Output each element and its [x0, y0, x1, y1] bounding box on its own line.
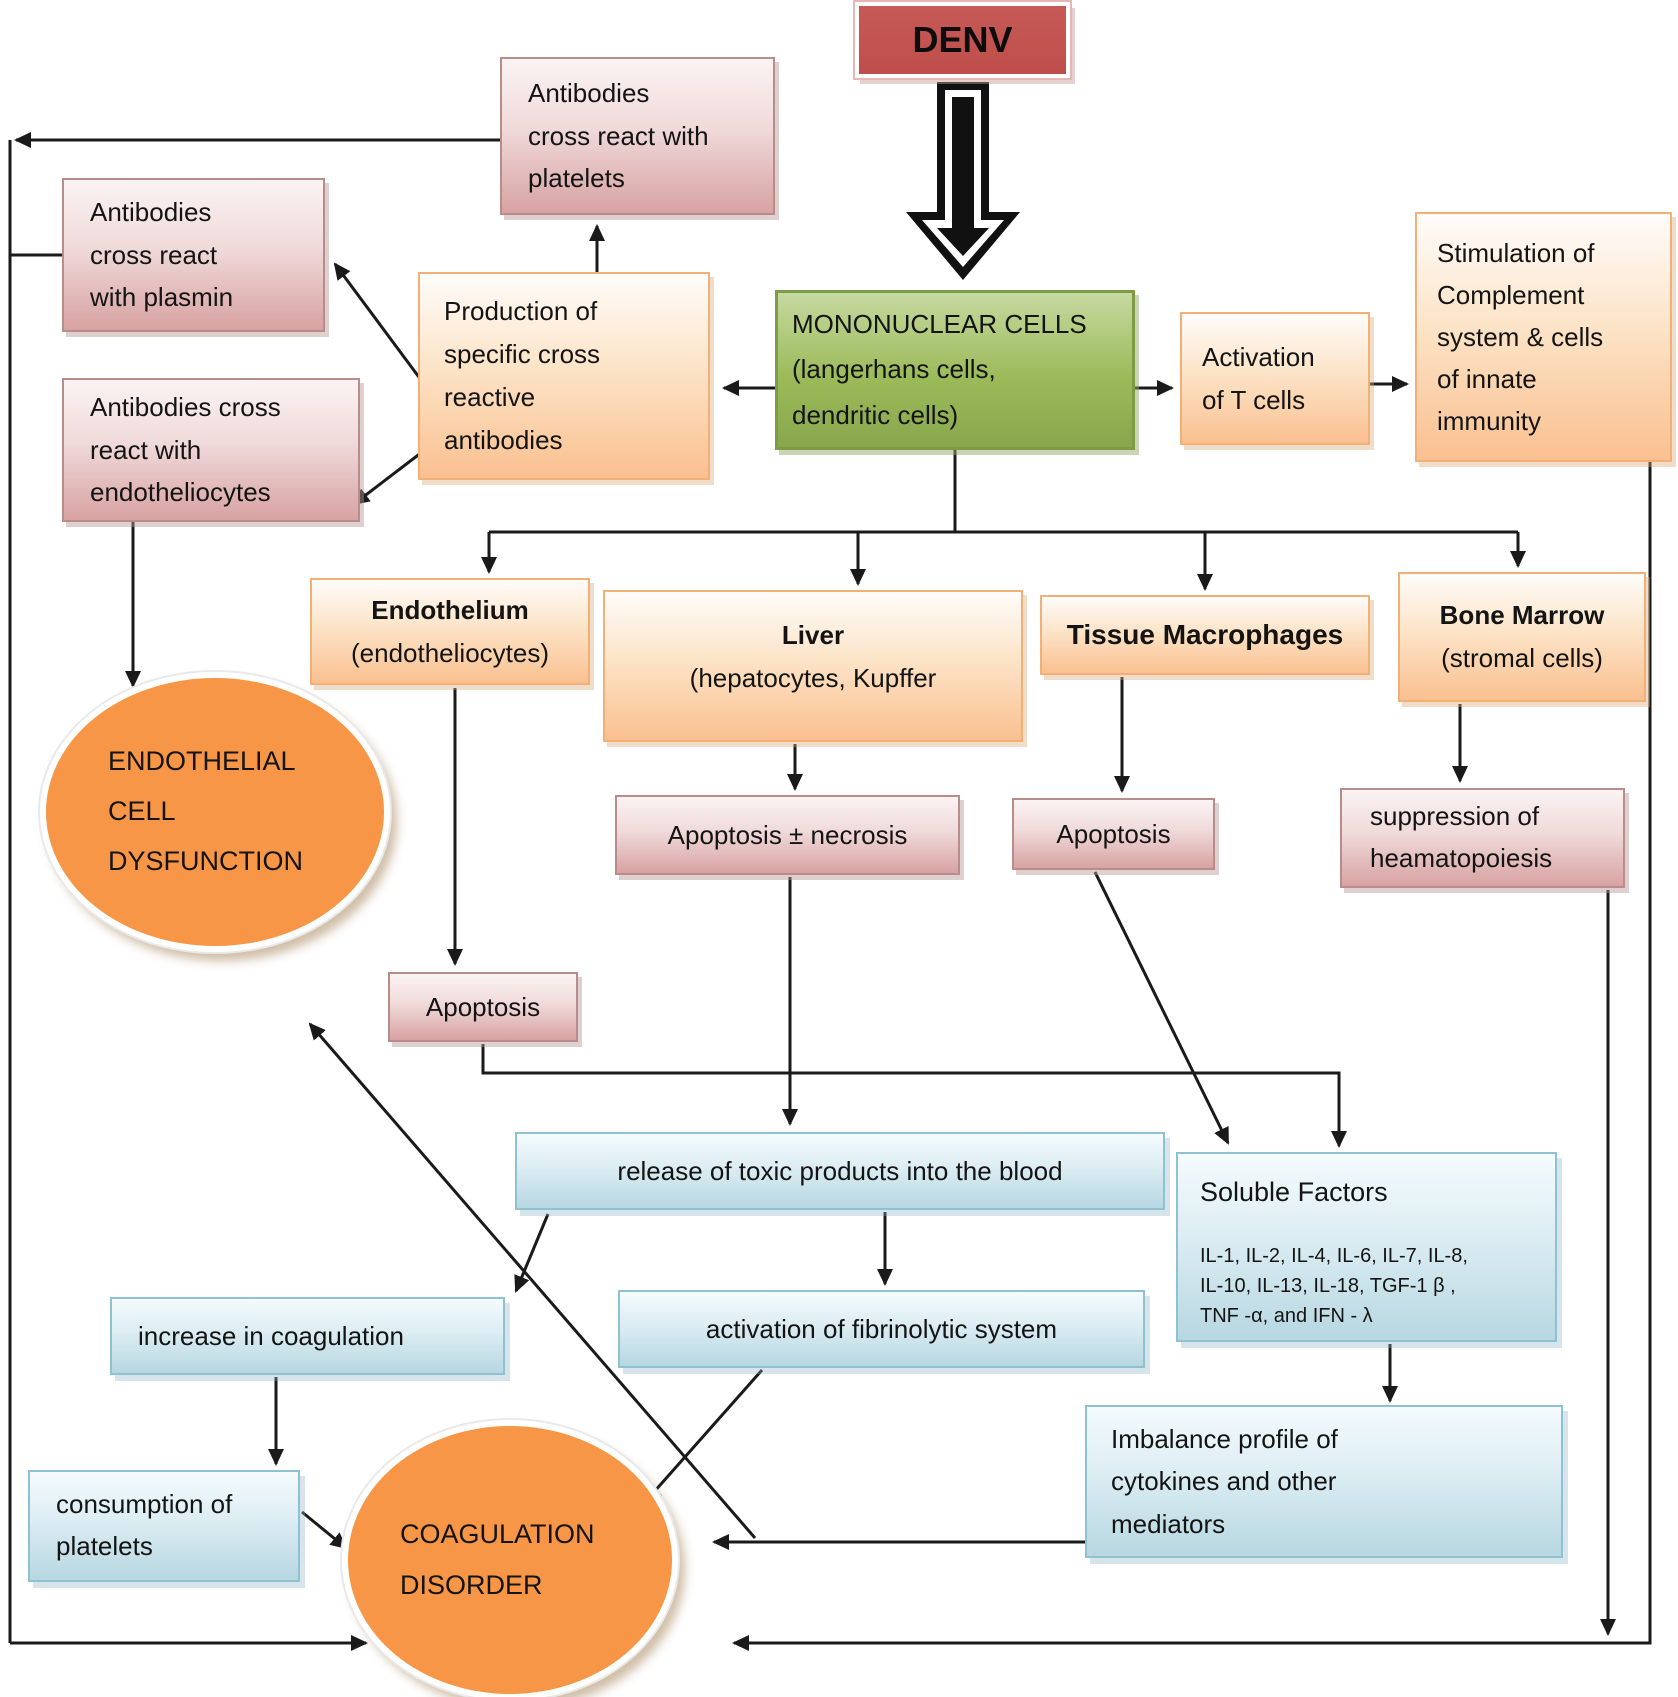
- node-endothelium: Endothelium (endotheliocytes): [310, 578, 590, 685]
- node-tissue-macrophages: Tissue Macrophages: [1040, 595, 1370, 675]
- node-release-toxic-products: release of toxic products into the blood: [515, 1132, 1165, 1210]
- arrow-consumption-to-coagulation: [301, 1510, 348, 1550]
- node-antibodies-endotheliocytes: Antibodies cross react with endotheliocy…: [62, 378, 360, 522]
- node-imbalance-cytokines: Imbalance profile of cytokines and other…: [1085, 1405, 1563, 1558]
- node-complement-stimulation: Stimulation of Complement system & cells…: [1415, 212, 1672, 462]
- node-increase-coagulation: increase in coagulation: [110, 1297, 505, 1375]
- node-suppression-heamatopoiesis: suppression of heamatopoiesis: [1340, 788, 1625, 888]
- node-apoptosis-necrosis: Apoptosis ± necrosis: [615, 795, 960, 875]
- node-antibodies-platelets: Antibodies cross react with platelets: [500, 57, 775, 215]
- node-activation-fibrinolytic: activation of fibrinolytic system: [618, 1290, 1145, 1368]
- node-consumption-platelets: consumption of platelets: [28, 1470, 300, 1582]
- arrow-apoptosisendo-to-soluble: [481, 1044, 1347, 1148]
- node-coagulation-disorder: COAGULATION DISORDER: [342, 1420, 678, 1697]
- node-bone-marrow: Bone Marrow (stromal cells): [1398, 572, 1646, 702]
- arrow-fibrinolytic-to-coagulation: [644, 1369, 764, 1503]
- node-activation-t-cells: Activation of T cells: [1180, 312, 1370, 445]
- node-apoptosis-macrophages: Apoptosis: [1012, 798, 1215, 870]
- arrow-production-to-endotheliocytes: [352, 444, 431, 506]
- arrow-stimulation-to-coagulation: [732, 462, 1652, 1651]
- node-mononuclear-cells: MONONUCLEAR CELLS (langerhans cells, den…: [775, 290, 1135, 450]
- arrow-release-to-increase: [514, 1213, 550, 1293]
- arrow-imbalance-to-dysfunction: [308, 1022, 757, 1539]
- node-soluble-factors: Soluble Factors IL-1, IL-2, IL-4, IL-6, …: [1176, 1152, 1557, 1342]
- arrow-production-to-plasmin: [333, 262, 432, 393]
- node-apoptosis-endothelium: Apoptosis: [388, 972, 578, 1042]
- node-denv: DENV: [855, 2, 1070, 78]
- denv-arrow-icon: [906, 82, 1020, 280]
- node-production-antibodies: Production of specific cross reactive an…: [418, 272, 710, 480]
- arrow-apoptosistm-to-soluble: [1093, 871, 1230, 1145]
- node-antibodies-plasmin: Antibodies cross react with plasmin: [62, 178, 325, 332]
- node-endothelial-cell-dysfunction: ENDOTHELIAL CELL DYSFUNCTION: [40, 672, 390, 952]
- node-liver: Liver (hepatocytes, Kupffer: [603, 590, 1023, 742]
